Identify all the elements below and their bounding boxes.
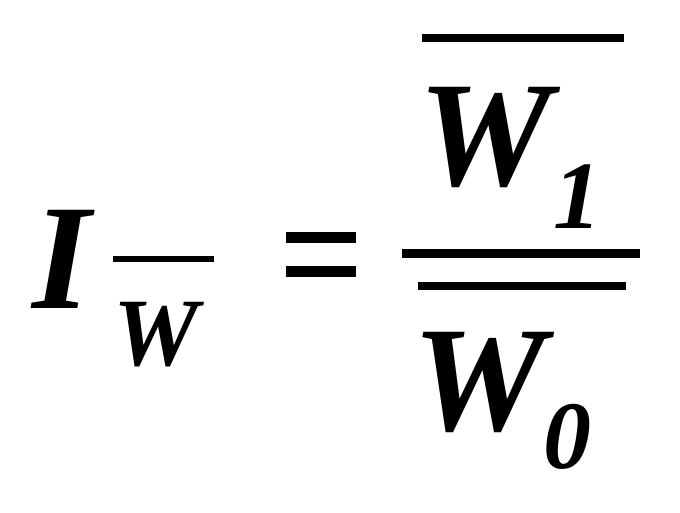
denominator-subscript: 0 bbox=[543, 382, 591, 489]
lhs-symbol: I bbox=[32, 175, 91, 341]
denominator-symbol: W bbox=[412, 297, 546, 463]
lhs-subscript-overline bbox=[113, 256, 214, 262]
numerator-subscript: 1 bbox=[553, 142, 601, 249]
denominator-overline bbox=[418, 282, 626, 290]
lhs-subscript: W bbox=[113, 279, 199, 386]
numerator-symbol: W bbox=[418, 52, 552, 218]
equals-sign-bottom-bar bbox=[286, 266, 356, 277]
equals-sign-top-bar bbox=[286, 232, 356, 243]
numerator-overline bbox=[422, 34, 624, 42]
fraction-bar bbox=[402, 249, 640, 258]
